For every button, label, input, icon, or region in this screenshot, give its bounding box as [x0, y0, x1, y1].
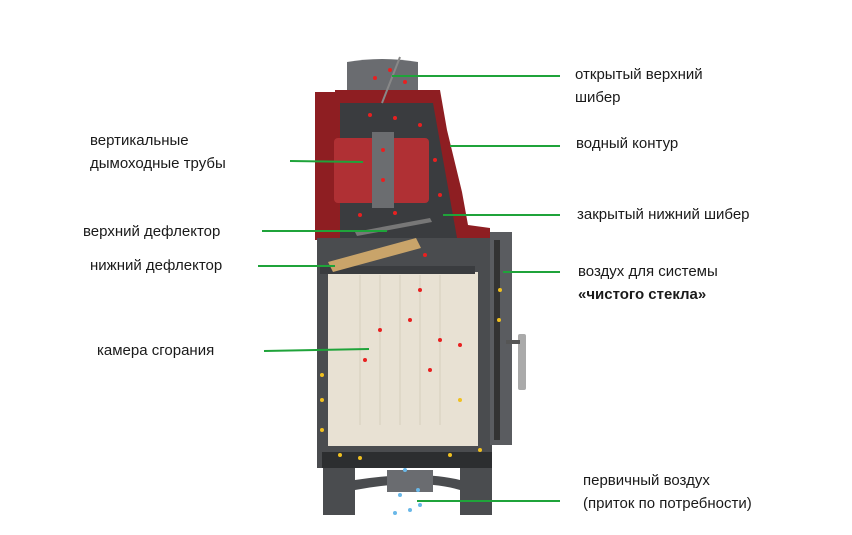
- label-line: первичный воздух: [583, 472, 710, 489]
- label-open-upper-damper: открытый верхний шибер: [575, 63, 703, 109]
- combustion-chamber: [328, 272, 478, 446]
- stove-legs: [323, 468, 492, 515]
- label-line: «чистого стекла»: [578, 286, 707, 303]
- label-lower-deflector: нижний дефлектор: [90, 257, 223, 274]
- label-line: дымоходные трубы: [90, 155, 226, 172]
- label-closed-lower-damper: закрытый нижний шибер: [577, 206, 750, 223]
- air-inlet: [387, 470, 433, 492]
- lower-deflector: [328, 238, 421, 272]
- label-line: вертикальные: [90, 132, 189, 149]
- leader-lines: [258, 75, 560, 502]
- label-line: шибер: [575, 89, 621, 106]
- primary-air-arrows: [393, 468, 422, 515]
- label-primary-air: первичный воздух (приток по потребности): [583, 469, 752, 515]
- door-handle: [518, 334, 526, 390]
- flue-gas-arrows: [358, 68, 462, 372]
- label-line: открытый верхний: [575, 66, 703, 83]
- label-combustion-chamber: камера сгорания: [97, 342, 215, 359]
- secondary-air-arrows: [320, 288, 502, 460]
- label-line: воздух для системы: [578, 263, 718, 280]
- label-line: (приток по потребности): [583, 495, 752, 512]
- label-clean-glass-air: воздух для системы «чистого стекла»: [578, 260, 718, 306]
- label-water-jacket: водный контур: [576, 135, 679, 152]
- label-upper-deflector: верхний дефлектор: [83, 223, 221, 240]
- glass-door: [490, 232, 512, 445]
- label-vertical-flue-tubes: вертикальные дымоходные трубы: [90, 129, 226, 175]
- upper-damper: [381, 56, 401, 104]
